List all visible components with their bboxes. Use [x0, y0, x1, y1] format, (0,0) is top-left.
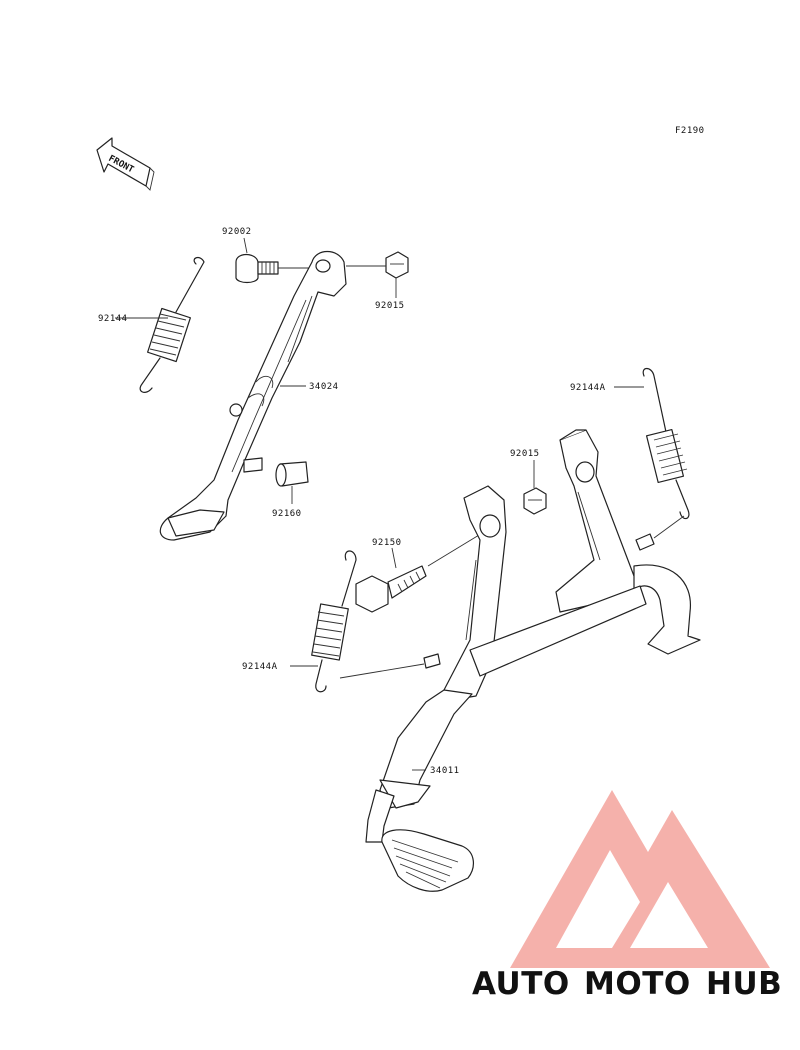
- spring-92144A-right: [642, 367, 690, 520]
- bolt-92150: [355, 565, 427, 613]
- logo-text-auto: AUTO: [472, 966, 570, 1002]
- spring-peg-right: [635, 533, 655, 551]
- side-stand-34024: [159, 250, 347, 541]
- front-arrow-icon: FRONT: [96, 137, 155, 191]
- label-92144A-left: 92144A: [242, 662, 278, 672]
- logo-text-moto: MOTO: [584, 966, 691, 1002]
- label-92015-lower: 92015: [510, 449, 540, 459]
- logo-text-hub: HUB: [706, 966, 782, 1002]
- label-92144: 92144: [98, 314, 128, 324]
- nut-92015-upper: [385, 251, 409, 279]
- label-34011: 34011: [430, 766, 460, 776]
- spring-92144A-left: [311, 550, 357, 693]
- nut-92015-lower: [523, 487, 547, 515]
- label-34024: 34024: [309, 382, 339, 392]
- reference-code: F2190: [675, 126, 705, 136]
- label-92002: 92002: [222, 227, 252, 237]
- label-92144A-right: 92144A: [570, 383, 606, 393]
- bolt-92002: [235, 253, 279, 284]
- main-stand-34011: [365, 429, 701, 892]
- spring-peg-left: [423, 653, 441, 669]
- label-92160: 92160: [272, 509, 302, 519]
- spring-92144: [139, 256, 205, 393]
- collar-92160: [275, 461, 309, 487]
- label-92150: 92150: [372, 538, 402, 548]
- automotohub-logo: AUTO MOTO HUB: [472, 790, 782, 1002]
- label-92015-upper: 92015: [375, 301, 405, 311]
